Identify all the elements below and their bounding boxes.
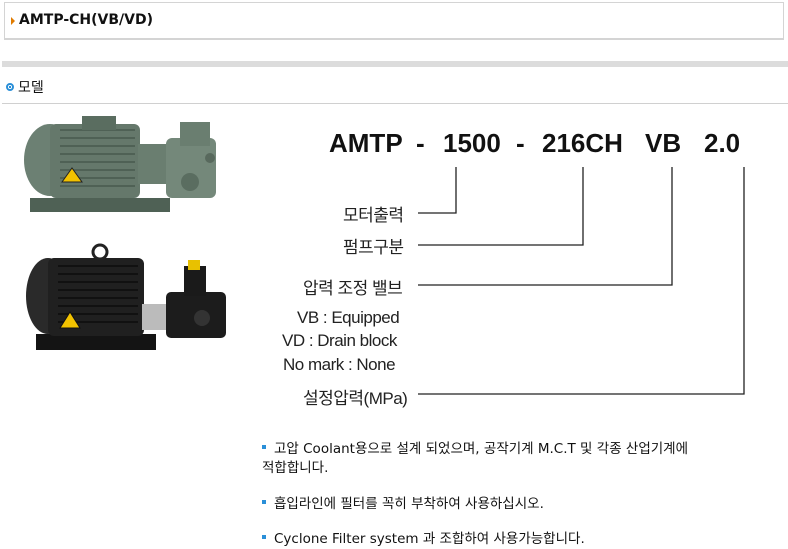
note-item: Cyclone Filter system 과 조합하여 사용가능합니다. xyxy=(262,527,585,547)
model-code-dash: - xyxy=(416,128,425,158)
note-text: 고압 Coolant용으로 설계 되었으며, 공작기계 M.C.T 및 각종 산… xyxy=(274,441,689,457)
label-motor-output: 모터출력 xyxy=(343,206,404,225)
title-box: AMTP-CH(VB/VD) xyxy=(4,2,784,40)
note-text: 흡입라인에 필터를 꼭히 부착하여 사용하십시오. xyxy=(274,496,544,512)
label-pressure-valve: 압력 조정 밸브 xyxy=(303,279,403,298)
note-item-continued: 적합합니다. xyxy=(262,456,328,476)
label-vb-option: VB : Equipped xyxy=(297,308,400,327)
bullet-icon xyxy=(262,500,266,504)
model-code-dash: - xyxy=(516,128,525,158)
model-code-pressure: 2.0 xyxy=(704,128,741,158)
model-code-motor-output: 1500 xyxy=(443,128,501,158)
note-text: Cyclone Filter system 과 조합하여 사용가능합니다. xyxy=(274,531,585,547)
page-title: AMTP-CH(VB/VD) xyxy=(19,12,154,28)
bullet-circle-icon xyxy=(6,83,14,91)
divider xyxy=(2,103,788,104)
separator xyxy=(2,61,788,67)
model-code-pump-type: 216CH xyxy=(542,128,623,158)
model-code-series: AMTP xyxy=(329,128,403,158)
label-vd-option: VD : Drain block xyxy=(282,331,397,350)
note-item: 고압 Coolant용으로 설계 되었으며, 공작기계 M.C.T 및 각종 산… xyxy=(262,437,688,457)
note-text: 적합합니다. xyxy=(262,460,329,476)
section-title: 모델 xyxy=(18,80,44,96)
black-pump-image xyxy=(26,243,226,350)
green-pump-image xyxy=(24,116,216,212)
bullet-icon xyxy=(262,445,266,449)
bullet-icon xyxy=(262,535,266,539)
model-code-valve: VB xyxy=(645,128,682,158)
label-pump-type: 펌프구분 xyxy=(343,238,404,257)
label-set-pressure: 설정압력(MPa) xyxy=(303,389,408,408)
note-item: 흡입라인에 필터를 꼭히 부착하여 사용하십시오. xyxy=(262,492,544,512)
arrow-icon xyxy=(11,17,15,25)
label-no-mark-option: No mark : None xyxy=(283,355,396,374)
